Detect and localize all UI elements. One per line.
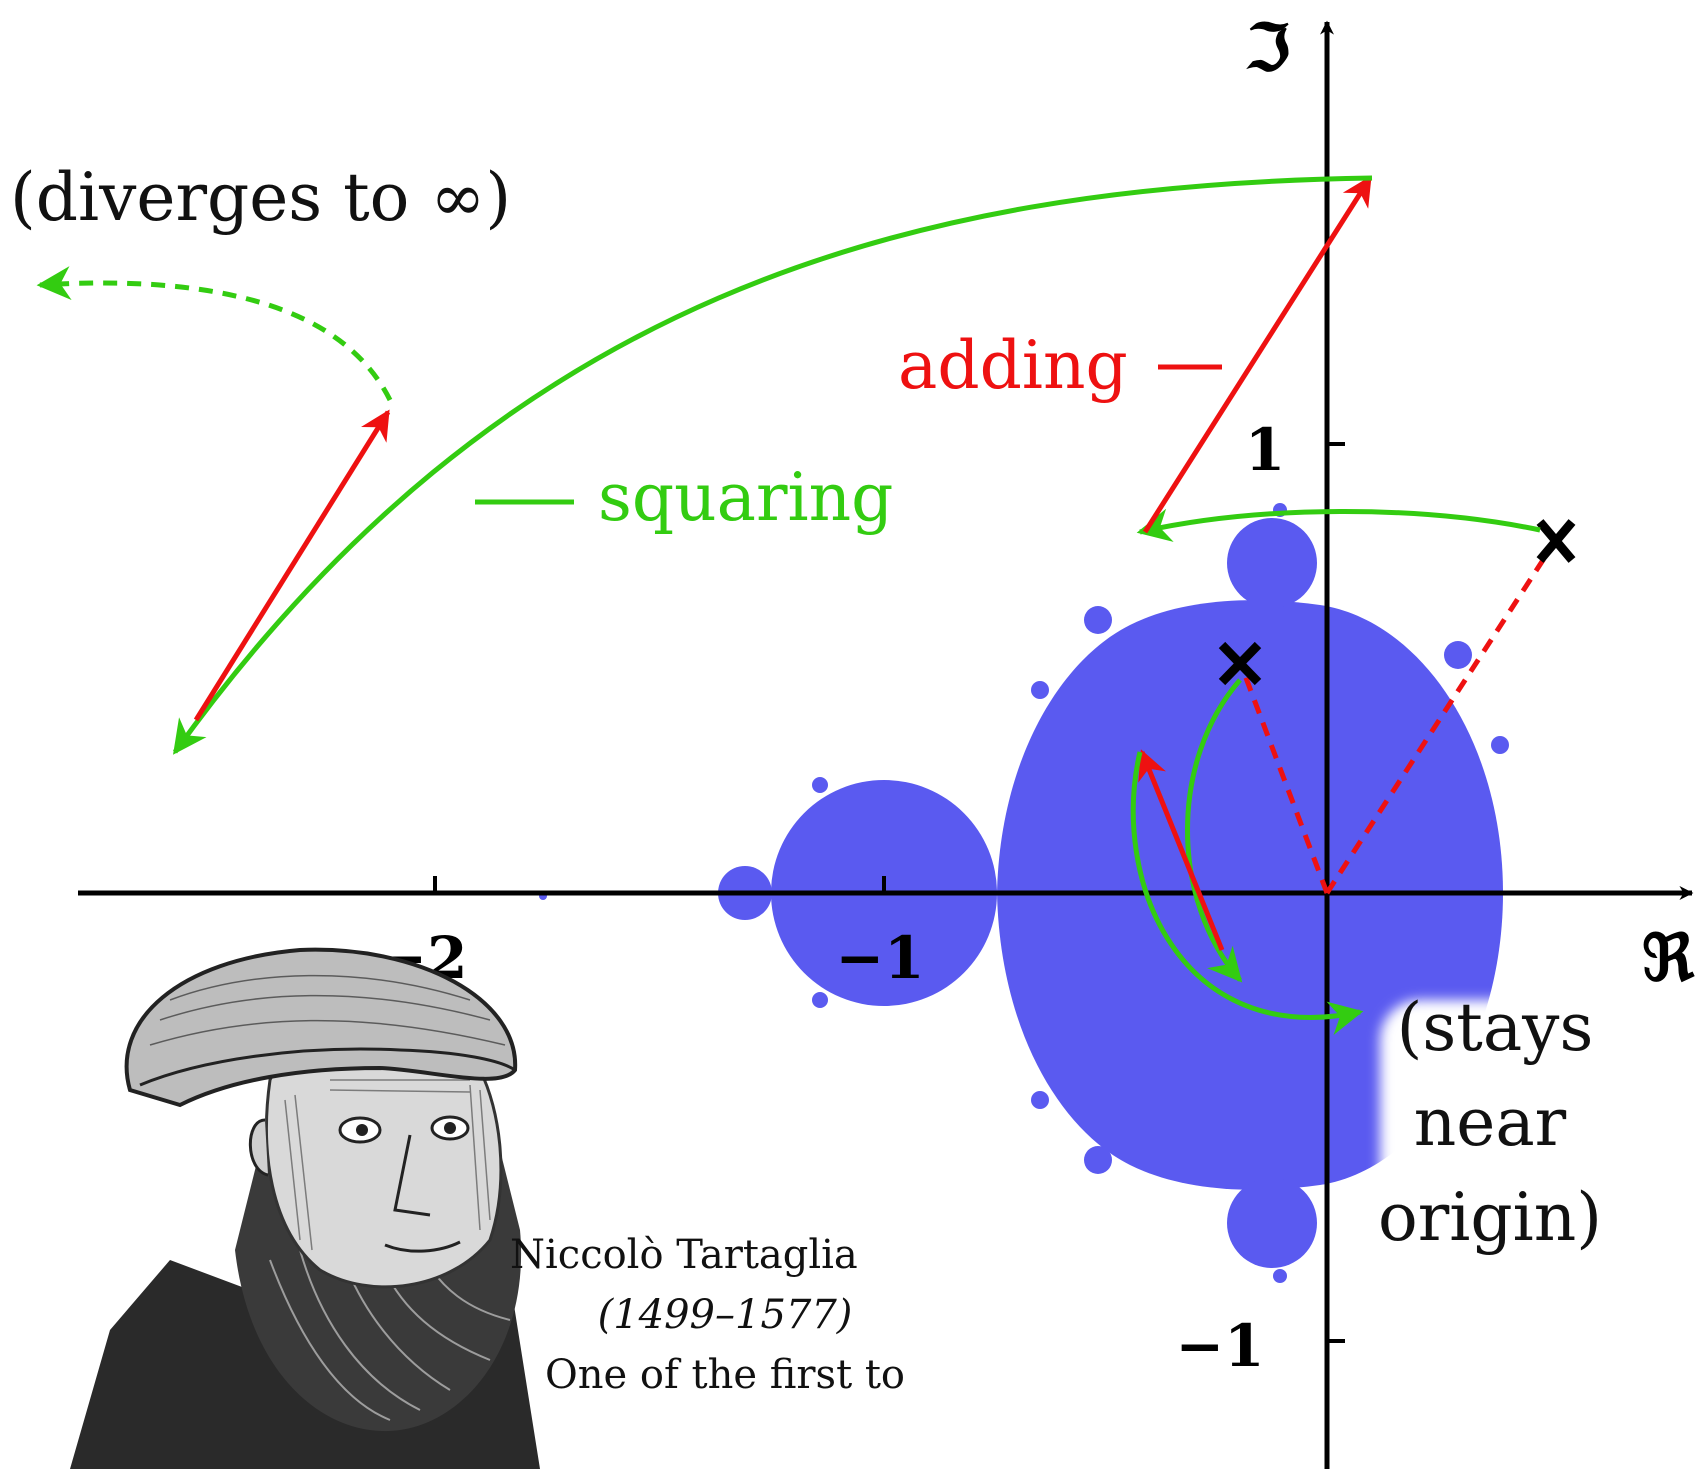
stays-line-1: (stays	[1397, 989, 1594, 1066]
x-marker-inner	[1218, 641, 1262, 686]
label-diverges: (diverges to ∞)	[10, 159, 511, 236]
x-marker-outer	[1536, 519, 1576, 563]
red-arrow-outer-2	[193, 409, 391, 722]
green-arc-outer-2	[172, 175, 1373, 755]
tick-label-y-1: 1	[1245, 416, 1285, 484]
portrait-name: Niccolò Tartaglia	[510, 1232, 858, 1278]
bottom-bulb	[1227, 1178, 1317, 1268]
red-dashed-radius-1	[1237, 661, 1330, 894]
imag-axis-label: ℑ	[1246, 11, 1291, 86]
green-arc-outer-1	[1136, 508, 1541, 542]
stays-line-2: near	[1414, 1084, 1567, 1161]
portrait-caption: Niccolò Tartaglia (1499–1577) One of the…	[510, 1232, 940, 1405]
green-arc-inner-2	[1130, 751, 1364, 1035]
real-axis-label: ℜ	[1642, 921, 1695, 996]
green-dashed-arc-escape	[36, 266, 393, 402]
portrait-desc: One of the first to	[544, 1352, 906, 1398]
red-arrow-inner	[1138, 749, 1225, 951]
tick-label-y-neg1: −1	[1176, 1312, 1265, 1380]
top-bulb	[1227, 518, 1317, 608]
portrait-dates: (1499–1577)	[597, 1292, 853, 1338]
stays-line-3: origin)	[1378, 1179, 1602, 1256]
portrait-engraving	[70, 947, 540, 1469]
label-adding: adding	[898, 327, 1128, 404]
red-arrow-outer-1	[1142, 175, 1373, 534]
green-arc-inner-1	[1185, 678, 1243, 983]
label-squaring: squaring	[598, 459, 893, 536]
tick-label-x-neg1: −1	[836, 924, 925, 992]
label-stays-near-origin: (stays near origin)	[1378, 989, 1602, 1270]
